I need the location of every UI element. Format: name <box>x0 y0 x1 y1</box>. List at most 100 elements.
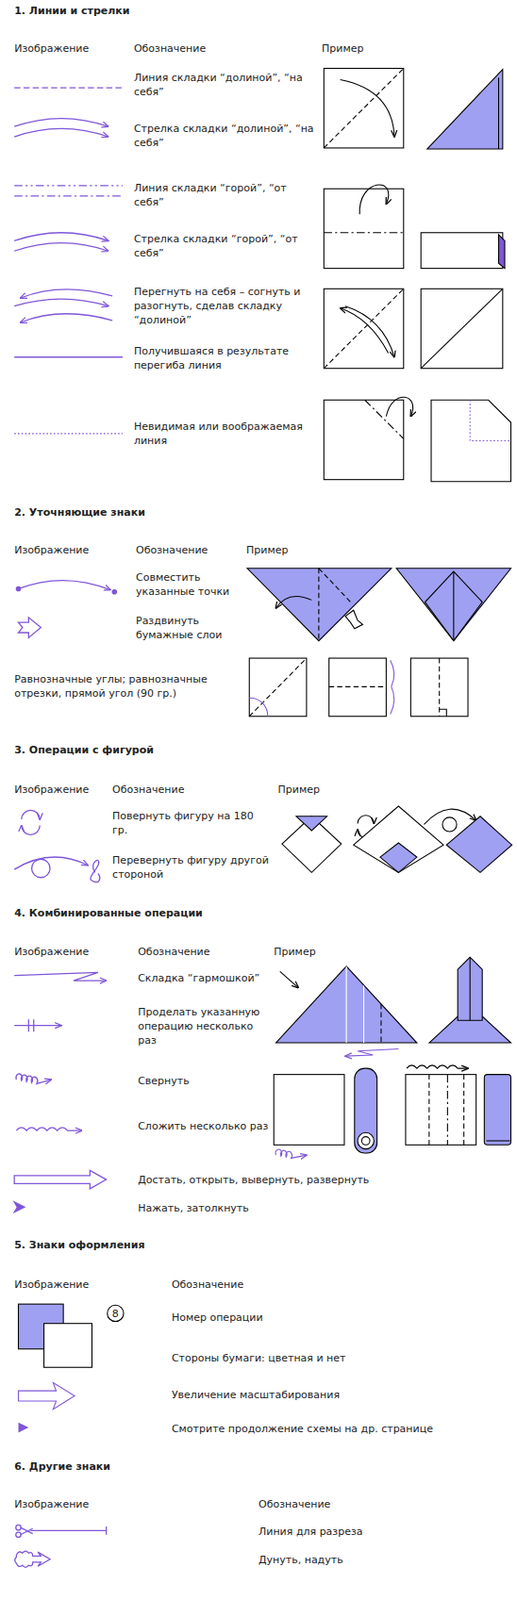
turn-examples-part <box>282 817 342 874</box>
combined-examples-part <box>345 1050 399 1058</box>
fold-symbols-part <box>14 433 123 434</box>
fold-examples-part <box>323 68 403 149</box>
combined-examples-part <box>447 1075 449 1147</box>
symbol-description: Увеличение масштабирования <box>171 1388 500 1403</box>
design-symbols-part <box>17 1423 29 1435</box>
column-header: Пример <box>321 41 424 56</box>
combined-examples-part <box>486 1140 511 1142</box>
fold-examples-part <box>498 77 500 150</box>
column-header: Обозначение <box>135 543 238 558</box>
combined-examples-part <box>483 1075 511 1147</box>
turn-symbols-part <box>21 810 40 820</box>
marking-examples-part <box>438 658 440 718</box>
marking-examples-part <box>249 658 307 718</box>
other-symbols-part <box>30 1531 106 1533</box>
fold-examples-part <box>340 79 395 137</box>
marking-examples-part <box>396 568 511 642</box>
other-symbols-part <box>15 1551 51 1568</box>
combined-examples-part <box>280 971 299 988</box>
column-header: Изображение <box>14 543 127 558</box>
marking-examples-part <box>262 703 267 718</box>
symbol-description: Смотрите продолжение схемы на др. страни… <box>171 1422 509 1437</box>
turn-symbols-part <box>90 861 101 884</box>
turn-examples-part <box>353 806 444 873</box>
combined-examples-part <box>357 1133 374 1150</box>
symbol-description: Совместить указанные точки <box>135 570 238 600</box>
combined-symbols-part <box>14 1170 106 1189</box>
marking-examples-part <box>275 597 312 610</box>
fold-symbols-part <box>14 86 123 88</box>
combined-examples-part <box>354 1068 378 1154</box>
turn-examples-part <box>296 817 327 832</box>
combined-examples-part <box>275 967 417 1044</box>
combined-examples-part <box>363 985 365 1044</box>
marking-examples-part <box>249 698 263 703</box>
column-header: Пример <box>278 783 381 798</box>
fold-examples-part <box>420 288 503 368</box>
combined-examples-part <box>406 1066 468 1069</box>
symbol-description: Линия складки “горой”, “от себя” <box>133 181 317 210</box>
symbol-description: Свернуть <box>137 1074 269 1089</box>
marking-examples-part <box>410 658 468 718</box>
fold-symbols-part <box>14 356 123 359</box>
combined-symbols <box>14 972 106 1213</box>
marking-symbols <box>16 581 117 639</box>
turn-examples-part <box>442 817 457 833</box>
combined-symbols-part <box>16 1128 82 1132</box>
fold-examples-part <box>323 232 403 234</box>
symbol-description: Стороны бумаги: цветная и нет <box>171 1351 500 1367</box>
fold-examples-part <box>420 288 503 368</box>
combined-examples <box>273 957 511 1159</box>
fold-examples-part <box>365 400 404 439</box>
combined-examples-part <box>275 1150 307 1159</box>
fold-symbols-part <box>14 118 109 128</box>
combined-symbols-part <box>14 1202 25 1214</box>
combined-examples-part <box>457 957 483 1021</box>
symbol-description: Стрелка складки “горой”, “от себя” <box>133 232 317 261</box>
marking-examples-part <box>249 658 307 718</box>
marking-symbols-part <box>17 581 110 591</box>
fold-examples-part <box>427 69 503 150</box>
fold-examples-part <box>431 400 511 483</box>
symbol-description: Стрелка складки “долиной”, “на себя” <box>133 121 317 151</box>
combined-examples-part <box>405 1075 477 1147</box>
column-header: Изображение <box>14 1498 219 1513</box>
step-number: 8 <box>107 1307 124 1322</box>
other-symbols-part <box>16 1533 21 1538</box>
symbol-description: Перегнуть на себя – согнуть и разогнуть,… <box>133 284 317 328</box>
marking-examples-part <box>329 658 387 718</box>
turn-symbols-part <box>21 826 40 836</box>
column-header: Обозначение <box>133 41 288 56</box>
design-symbols-part <box>17 1383 75 1410</box>
turn-examples-part <box>446 817 512 874</box>
symbol-description: Дунуть, надуть <box>258 1553 504 1568</box>
combined-symbols-part <box>16 1074 51 1085</box>
symbol-description: Получившаяся в результате перегиба линия <box>133 344 317 373</box>
combined-examples-part <box>361 1137 370 1147</box>
fold-examples-part <box>323 288 403 368</box>
combined-examples-part <box>463 1075 465 1147</box>
fold-examples-part <box>323 188 403 268</box>
column-header: Пример <box>246 543 349 558</box>
marking-examples-part <box>345 610 363 629</box>
column-header: Обозначение <box>112 783 267 798</box>
symbol-description: Равнозначные углы; равнозначные отрезки,… <box>14 672 234 701</box>
combined-symbols-part <box>33 1019 34 1033</box>
combined-symbols-part <box>14 1025 62 1027</box>
fold-examples-part <box>323 288 403 368</box>
section-heading: 2. Уточняющие знаки <box>14 505 321 520</box>
symbol-description: Проделать указанную операцию несколько р… <box>137 1005 269 1049</box>
fold-symbols-part <box>20 289 113 299</box>
combined-examples-part <box>428 1075 430 1147</box>
fold-examples-part <box>420 233 503 269</box>
other-symbols-part <box>20 1529 34 1535</box>
marking-examples-part <box>329 686 387 688</box>
marking-symbols-part <box>16 586 20 591</box>
fold-examples-part <box>340 308 389 354</box>
fold-symbols-part <box>14 299 109 307</box>
marking-examples-part <box>425 571 484 642</box>
fold-examples-part <box>385 397 413 417</box>
column-header: Изображение <box>14 41 127 56</box>
section-heading: 4. Комбинированные операции <box>14 906 321 921</box>
